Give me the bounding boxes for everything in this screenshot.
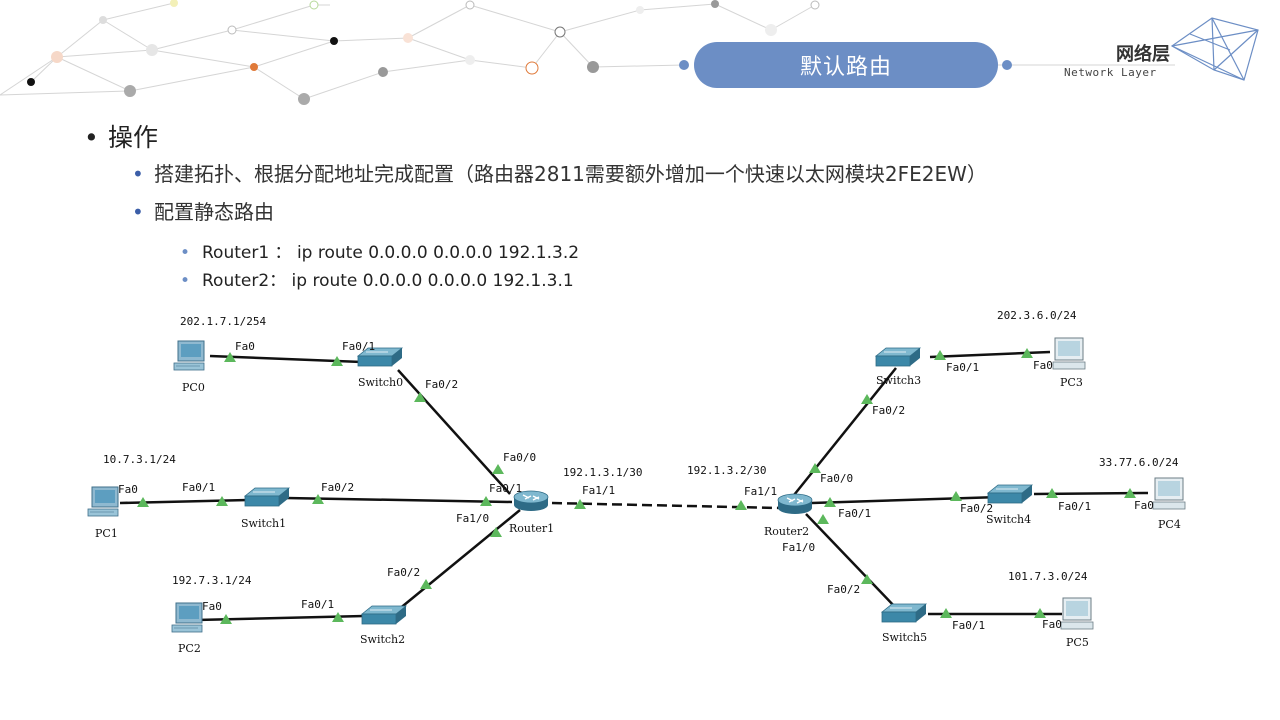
bullet-level2: •配置静态路由 — [132, 200, 274, 224]
network-label: 202.1.7.1/254 — [180, 315, 266, 328]
network-label: 192.1.3.1/30 — [563, 466, 642, 479]
device-label: Switch3 — [876, 374, 921, 387]
router2-icon[interactable] — [777, 493, 813, 515]
switch4-icon[interactable] — [987, 484, 1033, 504]
pc5-icon[interactable] — [1060, 597, 1094, 630]
link-router2-switch3 — [789, 367, 897, 501]
link-router2-switch5 — [805, 513, 897, 609]
port-label: Fa0 — [1134, 499, 1154, 512]
device-label: Router2 — [764, 525, 809, 538]
bullet-level3: •Router1 ： ip route 0.0.0.0 0.0.0.0 192.… — [180, 243, 580, 263]
link-up-indicator — [934, 350, 946, 360]
network-label: 192.1.3.2/30 — [687, 464, 766, 477]
brand-title: 网络层 — [1116, 44, 1170, 65]
device-label: Switch5 — [882, 631, 927, 644]
port-label: Fa0/1 — [952, 619, 985, 632]
device-label: Switch2 — [360, 633, 405, 646]
link-up-indicator — [492, 464, 504, 474]
bullet-text: Router2： ip route 0.0.0.0 0.0.0.0 192.1.… — [202, 271, 574, 291]
port-label: Fa0 — [1042, 618, 1062, 631]
title-right-dot — [1002, 60, 1012, 70]
brand-logo-graphic — [1170, 17, 1259, 81]
link-up-indicator — [735, 500, 747, 510]
network-label: 202.3.6.0/24 — [997, 309, 1077, 322]
device-label: PC0 — [182, 381, 205, 394]
bullet-level3: •Router2： ip route 0.0.0.0 0.0.0.0 192.1… — [180, 271, 574, 291]
link-status-indicators — [137, 348, 1136, 624]
link-up-indicator — [817, 514, 829, 524]
port-label: Fa1/1 — [744, 485, 777, 498]
link-router1-router2 — [551, 501, 781, 510]
network-label: 101.7.3.0/24 — [1008, 570, 1088, 583]
pc3-icon[interactable] — [1052, 337, 1086, 370]
port-label: Fa0/2 — [425, 378, 458, 391]
network-label: 33.77.6.0/24 — [1099, 456, 1179, 469]
brand-subtitle: Network Layer — [1064, 66, 1157, 79]
links — [119, 350, 1149, 622]
bullet-level1: •操作 — [84, 123, 159, 152]
bullet-text: 配置静态路由 — [154, 200, 274, 224]
pc0-icon[interactable] — [173, 340, 205, 371]
port-label: Fa0/2 — [827, 583, 860, 596]
port-label: Fa0/1 — [182, 481, 215, 494]
slide-title: 默认路由 — [694, 42, 998, 88]
device-label: PC2 — [178, 642, 201, 655]
port-label: Fa1/0 — [456, 512, 489, 525]
port-label: Fa0/1 — [342, 340, 375, 353]
link-switch2-router1 — [397, 509, 521, 611]
port-label: Fa0/0 — [503, 451, 536, 464]
device-label: PC1 — [95, 527, 118, 540]
port-label: Fa0/0 — [820, 472, 853, 485]
device-label: Switch1 — [241, 517, 286, 530]
port-label: Fa0/1 — [946, 361, 979, 374]
link-up-indicator — [861, 574, 873, 584]
port-label: Fa1/1 — [582, 484, 615, 497]
bullet-text: 搭建拓扑、根据分配地址完成配置（路由器2811需要额外增加一个快速以太网模块2F… — [154, 162, 987, 186]
link-up-indicator — [414, 392, 426, 402]
link-router2-switch4 — [811, 495, 1001, 505]
device-label: Router1 — [509, 522, 554, 535]
port-label: Fa0/2 — [960, 502, 993, 515]
link-switch1-router1 — [285, 496, 513, 504]
switch2-icon[interactable] — [361, 605, 407, 625]
pc4-icon[interactable] — [1152, 477, 1186, 510]
port-label: Fa1/0 — [782, 541, 815, 554]
port-label: Fa0/2 — [872, 404, 905, 417]
port-label: Fa0/1 — [489, 482, 522, 495]
device-label: PC3 — [1060, 376, 1083, 389]
pc2-icon[interactable] — [171, 602, 203, 633]
bullet-level2: •搭建拓扑、根据分配地址完成配置（路由器2811需要额外增加一个快速以太网模块2… — [132, 162, 987, 186]
pc1-icon[interactable] — [87, 486, 119, 517]
switch5-icon[interactable] — [881, 603, 927, 623]
port-labels: Fa0 Fa0/1 Fa0/2 Fa0/0 Fa0 Fa0/1 Fa0/2 Fa… — [118, 340, 1154, 632]
link-up-indicator — [950, 491, 962, 501]
header-decoration — [0, 0, 1259, 105]
port-label: Fa0 — [235, 340, 255, 353]
bullet-text: Router1 ： ip route 0.0.0.0 0.0.0.0 192.1… — [202, 243, 580, 263]
link-switch3-pc3 — [929, 350, 1051, 359]
switch3-icon[interactable] — [875, 347, 921, 367]
title-left-dot — [679, 60, 689, 70]
port-label: Fa0 — [202, 600, 222, 613]
device-label: Switch4 — [986, 513, 1031, 526]
device-label: PC4 — [1158, 518, 1181, 531]
network-label: 10.7.3.1/24 — [103, 453, 176, 466]
port-label: Fa0/2 — [321, 481, 354, 494]
device-label: Switch0 — [358, 376, 403, 389]
network-label: 192.7.3.1/24 — [172, 574, 252, 587]
bullet-text: 操作 — [108, 123, 159, 152]
device-label: PC5 — [1066, 636, 1089, 649]
port-label: Fa0/1 — [301, 598, 334, 611]
link-pc1-switch1 — [119, 498, 249, 505]
port-label: Fa0 — [118, 483, 138, 496]
port-label: Fa0/1 — [1058, 500, 1091, 513]
port-label: Fa0/1 — [838, 507, 871, 520]
switch1-icon[interactable] — [244, 487, 290, 507]
link-switch0-router1 — [397, 369, 511, 495]
port-label: Fa0 — [1033, 359, 1053, 372]
port-label: Fa0/2 — [387, 566, 420, 579]
